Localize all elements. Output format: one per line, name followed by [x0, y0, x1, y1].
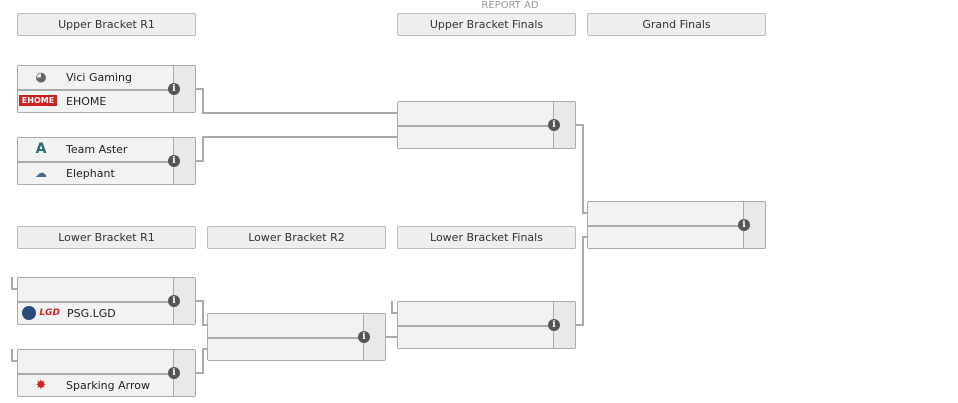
info-icon[interactable]: i	[168, 83, 180, 95]
team-name: Team Aster	[66, 143, 128, 156]
match-upper-r1-2[interactable]: A Team Aster ☁ Elephant i	[17, 137, 196, 185]
team-name: PSG.LGD	[67, 307, 116, 320]
header-upper-bracket-finals: Upper Bracket Finals	[397, 13, 576, 36]
team-row[interactable]	[398, 302, 553, 327]
info-icon[interactable]: i	[168, 367, 180, 379]
psg-lgd-logo-icon: LGD	[22, 306, 60, 321]
connector-lbf	[576, 236, 587, 326]
team-name: Elephant	[66, 167, 115, 180]
team-row[interactable]: LGD PSG.LGD	[18, 302, 173, 325]
connector-stub-lbf	[391, 301, 397, 314]
report-ad-label[interactable]: REPORT AD	[481, 0, 539, 11]
team-name: Vici Gaming	[66, 71, 132, 84]
team-row[interactable]: ☁ Elephant	[18, 162, 173, 185]
team-name: Sparking Arrow	[66, 379, 150, 392]
team-row[interactable]	[18, 350, 173, 375]
match-lower-r2[interactable]: i	[207, 313, 386, 361]
vici-gaming-logo-icon: ◕	[35, 70, 47, 85]
match-upper-r1-1[interactable]: ◕ Vici Gaming EHOME EHOME i	[17, 65, 196, 113]
header-upper-bracket-r1: Upper Bracket R1	[17, 13, 196, 36]
match-grand-finals[interactable]: i	[587, 201, 766, 249]
team-row[interactable]	[208, 314, 363, 339]
team-name: EHOME	[66, 95, 107, 108]
team-row[interactable]	[588, 202, 743, 227]
match-lower-finals[interactable]: i	[397, 301, 576, 349]
team-row[interactable]	[398, 102, 553, 127]
info-icon[interactable]: i	[738, 219, 750, 231]
header-lower-bracket-r1: Lower Bracket R1	[17, 226, 196, 249]
match-lower-r1-1[interactable]: LGD PSG.LGD i	[17, 277, 196, 325]
elephant-logo-icon: ☁	[35, 166, 47, 180]
header-grand-finals: Grand Finals	[587, 13, 766, 36]
team-row[interactable]: EHOME EHOME	[18, 90, 173, 113]
team-aster-logo-icon: A	[35, 141, 47, 157]
info-icon[interactable]: i	[168, 155, 180, 167]
team-row[interactable]	[18, 278, 173, 303]
sparking-arrow-logo-icon: ✸	[35, 378, 47, 393]
connector-lb1	[196, 300, 207, 326]
connector-ub2	[196, 136, 397, 162]
team-row[interactable]	[588, 226, 743, 249]
team-row[interactable]	[398, 126, 553, 149]
team-row[interactable]	[398, 326, 553, 349]
team-row[interactable]: A Team Aster	[18, 138, 173, 163]
team-row[interactable]	[208, 338, 363, 361]
team-row[interactable]: ◕ Vici Gaming	[18, 66, 173, 91]
info-icon[interactable]: i	[168, 295, 180, 307]
match-lower-r1-2[interactable]: ✸ Sparking Arrow i	[17, 349, 196, 397]
connector-lb2	[196, 348, 207, 374]
header-lower-bracket-finals: Lower Bracket Finals	[397, 226, 576, 249]
connector-ubf	[576, 124, 587, 214]
connector-stub-lb2	[11, 349, 17, 362]
match-upper-finals[interactable]: i	[397, 101, 576, 149]
info-icon[interactable]: i	[548, 119, 560, 131]
info-icon[interactable]: i	[548, 319, 560, 331]
header-lower-bracket-r2: Lower Bracket R2	[207, 226, 386, 249]
connector-ub1	[196, 88, 397, 114]
team-row[interactable]: ✸ Sparking Arrow	[18, 374, 173, 397]
ehome-logo-icon: EHOME	[19, 95, 57, 106]
info-icon[interactable]: i	[358, 331, 370, 343]
connector-stub-lb1	[11, 277, 17, 290]
